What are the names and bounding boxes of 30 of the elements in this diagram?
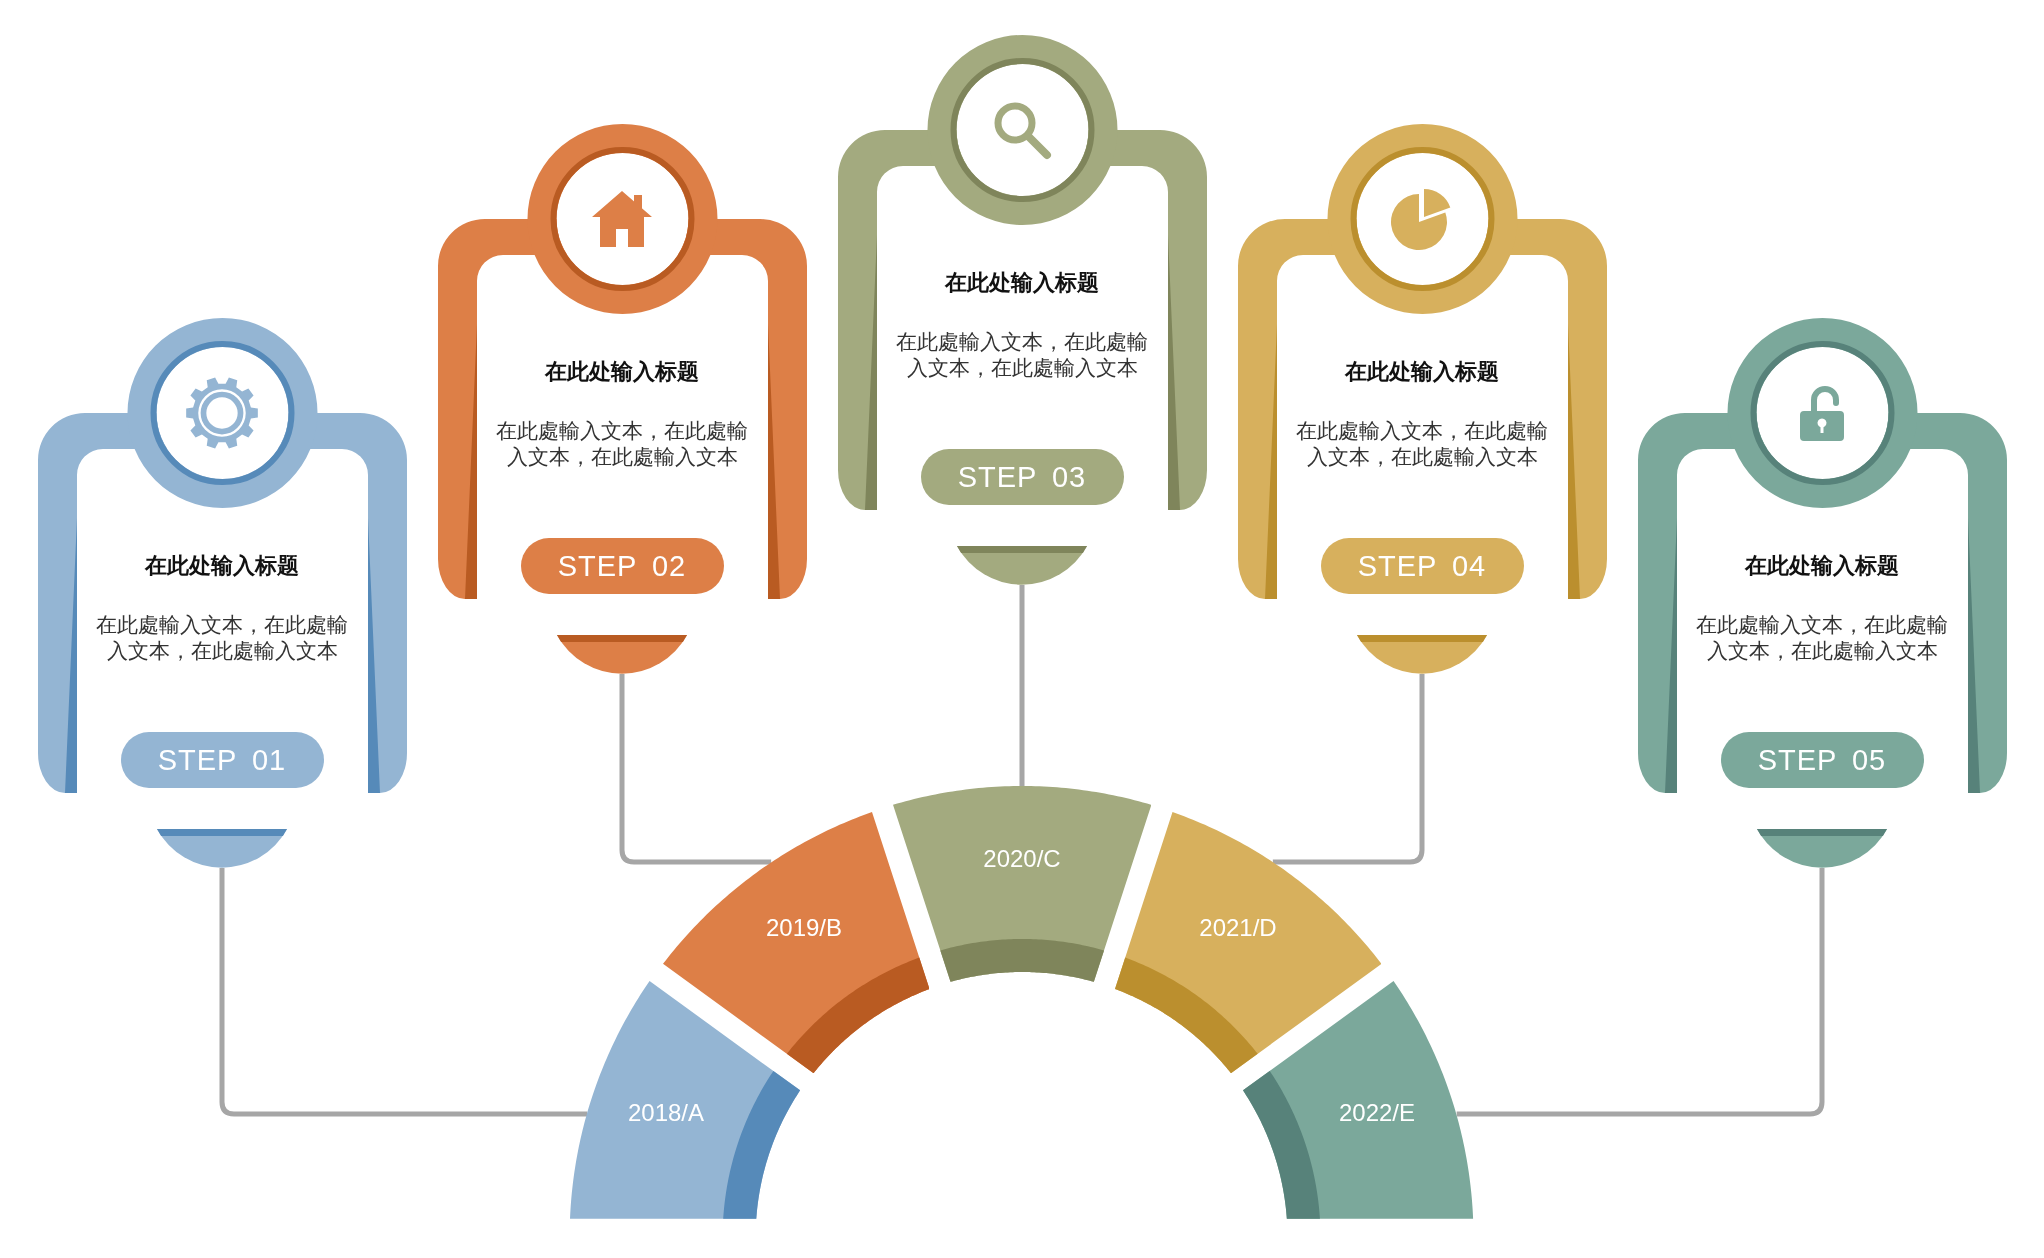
step-pill: STEP 02 (520, 538, 724, 594)
step-pill: STEP 04 (1320, 538, 1524, 594)
connector-line (219, 868, 588, 1117)
step-card (37, 318, 407, 793)
card-text: 在此處輸入文本，在此處輸入文本，在此處輸入文本 (95, 612, 349, 664)
card-text: 在此處輸入文本，在此處輸入文本，在此處輸入文本 (1295, 418, 1549, 470)
card-title: 在此处输入标题 (1345, 358, 1499, 386)
card-text: 在此處輸入文本，在此處輸入文本，在此處輸入文本 (1695, 612, 1949, 664)
card-title: 在此处输入标题 (1745, 552, 1899, 580)
card-text: 在此處輸入文本，在此處輸入文本，在此處輸入文本 (895, 329, 1149, 381)
step-card (1237, 124, 1607, 599)
step-pill: STEP 05 (1720, 732, 1924, 788)
step-card (1637, 318, 2007, 793)
segment-label: 2020/C (983, 845, 1061, 873)
card-title: 在此处输入标题 (145, 552, 299, 580)
segment-label: 2022/E (1338, 1099, 1415, 1127)
step-pill: STEP 03 (920, 449, 1124, 505)
step-card (837, 35, 1207, 510)
connector-line (619, 674, 772, 865)
card-title: 在此处输入标题 (945, 269, 1099, 297)
segment-label: 2021/D (1199, 914, 1277, 942)
connector-line (1019, 585, 1025, 786)
card-text: 在此處輸入文本，在此處輸入文本，在此處輸入文本 (495, 418, 749, 470)
step-card (437, 124, 807, 599)
card-title: 在此处输入标题 (545, 358, 699, 386)
connector-line (1456, 868, 1825, 1117)
step-pill: STEP 01 (120, 732, 324, 788)
segment-label: 2019/B (765, 914, 842, 942)
connector-line (1272, 674, 1425, 865)
segment-label: 2018/A (627, 1099, 704, 1127)
